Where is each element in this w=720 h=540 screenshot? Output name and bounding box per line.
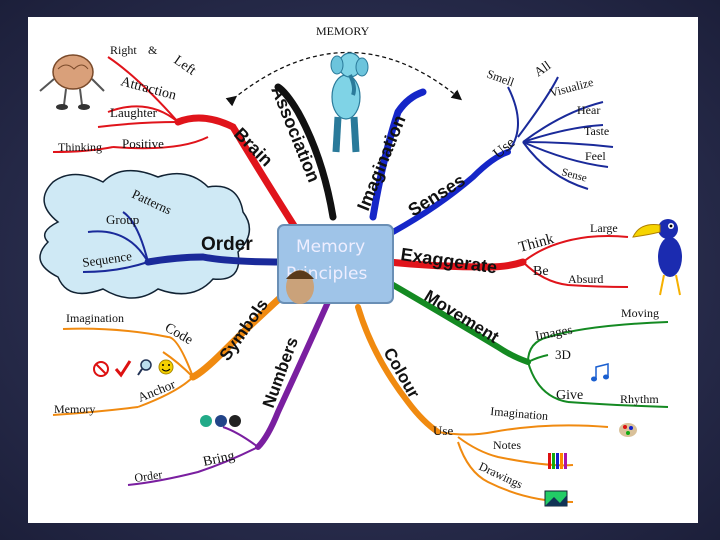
senses-visualize: Visualize <box>548 75 595 100</box>
memory-arc <box>225 51 463 107</box>
paint-palette-icon <box>619 423 637 437</box>
branch-numbers-line <box>255 299 331 450</box>
label-symbols: Symbols <box>216 295 272 364</box>
branch-exaggerate-line <box>384 258 527 271</box>
brain-thinking: Thinking <box>58 140 102 154</box>
brain-laughter: Laughter <box>110 105 158 120</box>
colour-subbranches <box>437 424 609 503</box>
order-group: Group <box>106 212 139 227</box>
order-subbranches <box>82 211 149 273</box>
elephant-icon <box>330 52 369 153</box>
symbols-imagination: Imagination <box>66 311 124 325</box>
senses-subbranches <box>507 76 614 190</box>
exaggerate-subbranches <box>522 235 629 288</box>
label-order: Order <box>201 234 253 255</box>
checkmark-icon <box>114 360 132 378</box>
picture-icon <box>544 490 568 507</box>
branch-colour-line <box>355 304 441 435</box>
brain-left: Left <box>171 53 199 79</box>
movement-images: Images <box>534 322 574 343</box>
brain-attraction: Attraction <box>119 74 178 103</box>
label-exaggerate: Exaggerate <box>399 244 498 277</box>
movement-subbranches <box>527 321 669 408</box>
numbers-order: Order <box>133 467 163 485</box>
senses-feel: Feel <box>585 149 606 163</box>
senses-taste: Taste <box>584 124 609 138</box>
order-sequence: Sequence <box>81 248 133 270</box>
colour-notes: Notes <box>493 438 521 452</box>
senses-sense: Sense <box>560 166 588 184</box>
branch-imagination-line <box>369 88 427 221</box>
symbols-memory: Memory <box>54 402 95 416</box>
branch-association-line <box>274 83 337 221</box>
mind-map: MEMORY <box>39 24 682 507</box>
senses-hear: Hear <box>577 103 600 117</box>
movement-3d: 3D <box>555 347 571 362</box>
face-icon <box>286 270 314 304</box>
brain-subbranches <box>52 56 209 153</box>
senses-all: All <box>531 57 554 79</box>
brain-amp: & <box>148 43 158 57</box>
senses-smell: Smell <box>485 67 517 90</box>
number-balls-icon <box>200 415 241 427</box>
numbers-bring: Bring <box>202 449 236 470</box>
branch-order-line <box>144 253 287 266</box>
exaggerate-absurd: Absurd <box>568 272 603 286</box>
movement-give: Give <box>556 388 583 403</box>
label-association: Association <box>267 83 324 185</box>
brain-right: Right <box>110 43 137 57</box>
smiley-icon <box>158 359 174 375</box>
colour-use: Use <box>433 423 453 438</box>
symbols-subbranches <box>52 327 194 416</box>
label-senses: Senses <box>405 170 469 220</box>
crayons-icon <box>548 453 567 469</box>
branch-brain-line <box>174 114 302 236</box>
music-notes-icon <box>591 363 609 382</box>
branch-senses-line <box>390 149 511 235</box>
symbols-code: Code <box>162 320 195 348</box>
center-line1: Memory <box>296 237 365 257</box>
label-imagination: Imagination <box>353 112 409 213</box>
movement-moving: Moving <box>621 306 659 320</box>
memory-title: MEMORY <box>316 24 370 38</box>
numbers-subbranches <box>127 426 259 486</box>
brain-character-icon <box>39 54 105 110</box>
movement-rhythm: Rhythm <box>620 392 659 406</box>
exaggerate-be: Be <box>533 264 549 279</box>
no-sign-icon <box>93 361 109 377</box>
exaggerate-large: Large <box>590 221 618 235</box>
order-cloud <box>39 169 251 299</box>
brain-positive: Positive <box>122 136 164 151</box>
magnifier-icon <box>137 359 152 376</box>
label-movement: Movement <box>421 286 503 347</box>
colour-drawings: Drawings <box>477 459 526 492</box>
symbol-icons <box>93 359 174 378</box>
toucan-icon <box>632 219 682 296</box>
branch-movement-line <box>385 279 531 365</box>
mind-map-frame: MEMORY <box>28 17 698 523</box>
colour-imagination: Imagination <box>490 404 549 423</box>
